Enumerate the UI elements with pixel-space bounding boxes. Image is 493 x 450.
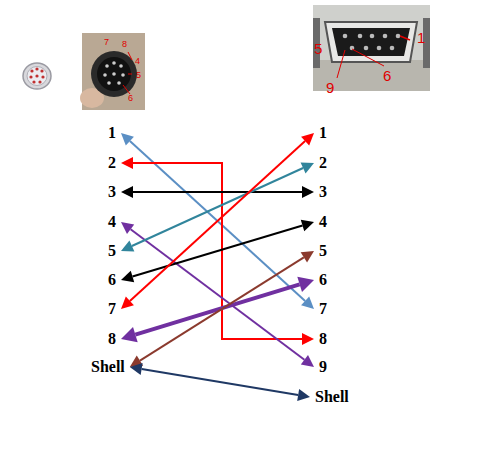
pin-label: 3 [316,182,330,202]
pin-number: 4 [319,213,327,230]
pin-label: 6 [105,270,119,290]
pin-number: 7 [319,300,327,317]
pin-label: 7 [105,299,119,319]
pin-number: 6 [319,271,327,288]
pin-number: 6 [108,271,116,288]
connector-arrow [121,163,314,252]
callout-number: 1 [417,30,425,45]
connector-arrow [121,133,314,309]
callout-number: 8 [122,40,127,49]
connector-arrow [121,222,314,367]
connector-arrow [130,251,314,367]
pin-number: 5 [108,242,116,259]
pin-number: 1 [319,124,327,141]
callout-number: 4 [135,57,140,66]
callout-number: 9 [326,80,334,95]
pin-label: 7 [316,299,330,319]
connector-arrow [121,157,314,345]
pin-number: 5 [319,242,327,259]
pin-label: 8 [316,329,330,349]
db9-photo [313,5,430,91]
pin-label: Shell [312,387,352,407]
pin-number: 7 [108,300,116,317]
pin-label: 1 [105,123,119,143]
connector-arrow [121,133,314,309]
pin-number: Shell [315,388,349,405]
pin-number: 3 [319,183,327,200]
pin-number: 3 [108,183,116,200]
callout-number: 7 [104,38,109,47]
pin-label: 5 [316,241,330,261]
pin-number: 8 [108,330,116,347]
pin-number: 1 [108,124,116,141]
pin-label: 3 [105,182,119,202]
callout-number: 6 [383,68,391,83]
callout-number: 6 [128,94,133,103]
callout-number: 5 [314,41,322,56]
pin-label: 9 [316,357,330,377]
connector-arrow [121,186,314,198]
pin-label: 4 [316,212,330,232]
pin-number: 2 [319,154,327,171]
callout-number: 5 [136,71,141,80]
pin-label: Shell [88,357,128,377]
pin-label: 6 [316,270,330,290]
pin-label: 4 [105,212,119,232]
connector-arrow [130,363,310,401]
mini-din-icon [23,63,51,89]
connector-arrow [121,277,314,343]
pin-number: 2 [108,154,116,171]
pin-label: 5 [105,241,119,261]
connector-arrow [121,220,314,283]
pin-label: 8 [105,329,119,349]
mini-din-photo [80,33,145,110]
pin-number: 8 [319,330,327,347]
pin-label: 2 [105,153,119,173]
pin-label: 1 [316,123,330,143]
pin-number: 9 [319,358,327,375]
pin-label: 2 [316,153,330,173]
pin-number: Shell [91,358,125,375]
pin-number: 4 [108,213,116,230]
